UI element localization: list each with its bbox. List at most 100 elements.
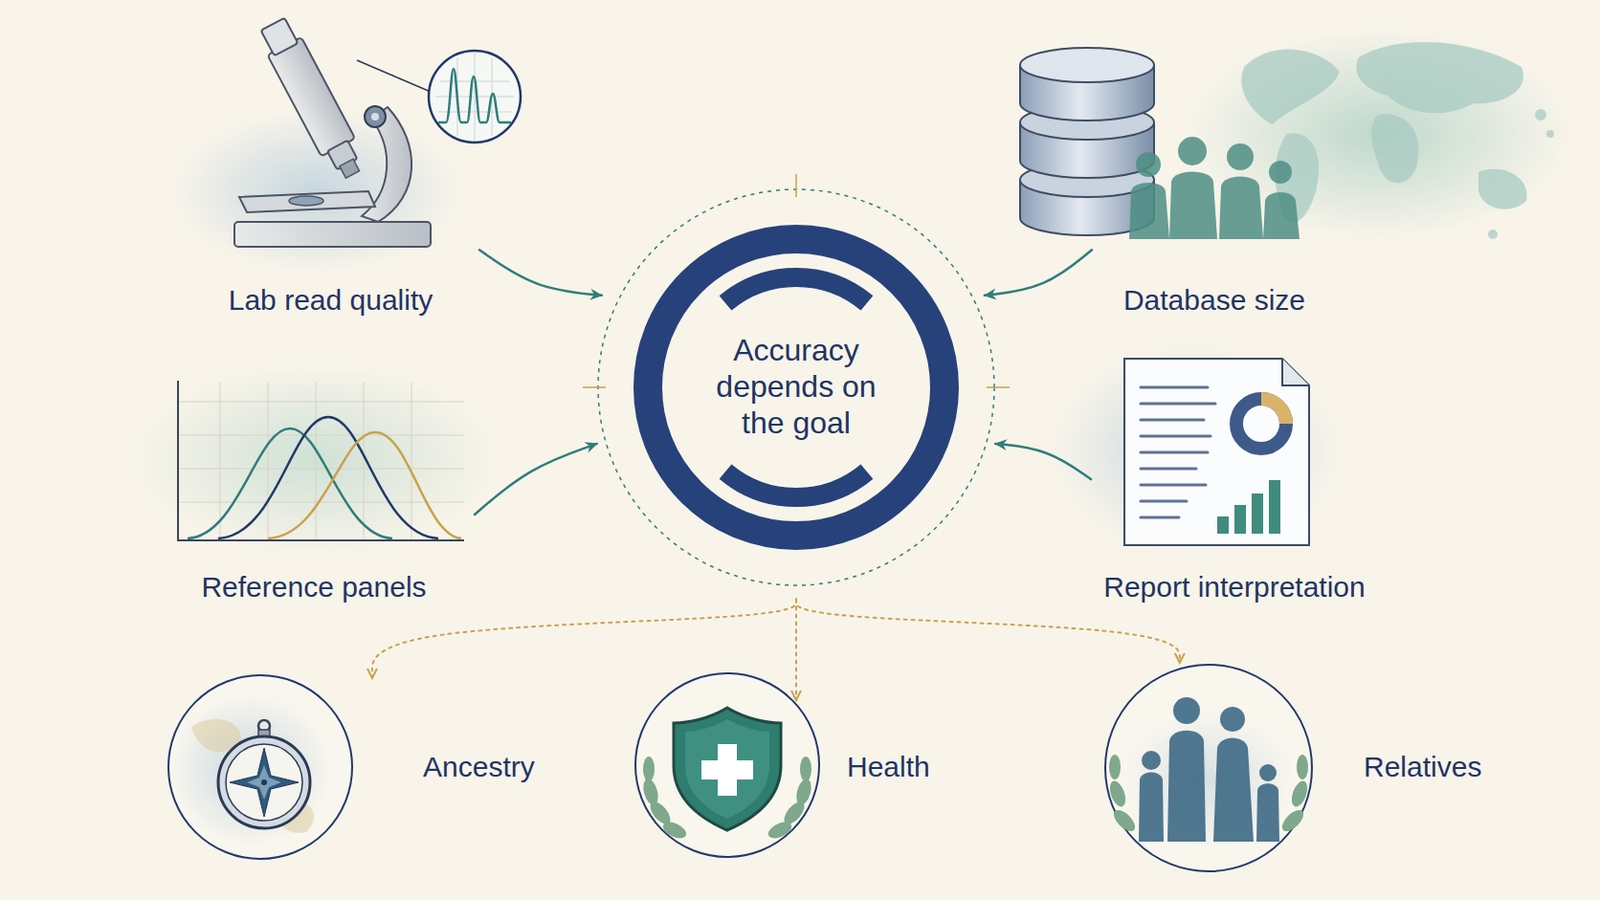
family-icon-part	[1122, 712, 1295, 847]
microscope-illustration-part	[309, 222, 329, 223]
database-illustration-part-part	[1241, 48, 1340, 125]
microscope-illustration-part	[234, 222, 431, 247]
database-illustration-part-part	[1371, 113, 1419, 183]
report-document-part-part	[1268, 480, 1281, 534]
microscope-illustration-part	[364, 106, 386, 128]
database-illustration-part-part	[1020, 47, 1155, 83]
family-icon-part-part	[1167, 731, 1206, 843]
family-icon-part-part	[1110, 806, 1139, 836]
input-arrow	[479, 249, 602, 296]
compass-icon-part	[191, 719, 314, 834]
factor-node: Report interpretation	[1090, 344, 1378, 608]
family-icon-part-part	[1259, 764, 1277, 782]
database-illustration-part-part	[1546, 130, 1555, 138]
health-shield-icon-part	[673, 708, 781, 831]
compass-icon-part	[246, 765, 282, 800]
database-illustration-part-part	[1478, 169, 1528, 210]
node-label: Ancestry	[422, 751, 535, 784]
distribution-chart-part-part	[363, 382, 365, 541]
microscope-illustration-part-part	[339, 158, 360, 178]
goal-circle: Accuracy depends on the goal	[596, 187, 997, 588]
database-illustration-part-part	[1129, 182, 1170, 240]
goal-node: Health	[622, 700, 957, 845]
report-document-part	[1052, 344, 1340, 556]
database-illustration-part-part	[1219, 177, 1264, 241]
report-document-part	[1282, 358, 1310, 386]
microscope-illustration-part	[428, 50, 521, 143]
family-icon-part-part	[1220, 707, 1245, 733]
compass-icon	[168, 675, 353, 860]
database-illustration-part-part	[1488, 229, 1498, 240]
goal-branch-arrow	[796, 600, 1180, 664]
database-illustration-part-part	[1226, 143, 1254, 171]
report-document-part-part	[1140, 451, 1208, 455]
database-illustration-part	[1186, 28, 1570, 240]
health-shield-icon-part	[641, 756, 815, 843]
goal-branch-arrow	[795, 600, 798, 701]
microscope-illustration-part	[288, 196, 324, 206]
health-shield-icon-part	[635, 673, 820, 858]
goal-arc	[725, 277, 867, 304]
microscope-illustration-part	[371, 112, 379, 121]
goal-text: Accuracy depends on the goal	[700, 333, 892, 442]
node-label: Report interpretation	[1090, 571, 1378, 604]
family-icon-part-part	[1296, 755, 1309, 780]
goal-node: Relatives	[1090, 663, 1512, 855]
factor-node: Lab read quality	[181, 38, 480, 321]
distribution-chart	[133, 363, 498, 556]
report-document-part-part	[1140, 386, 1208, 390]
node-label: Lab read quality	[181, 284, 480, 317]
distribution-chart-part-part	[220, 382, 222, 541]
goal-branch-arrow	[372, 600, 797, 679]
microscope-illustration	[172, 15, 521, 273]
distribution-chart-part-part	[411, 382, 413, 541]
health-shield-icon-part-part	[765, 819, 794, 843]
goal-arc	[725, 471, 867, 498]
report-document-part-part	[1140, 516, 1179, 520]
distribution-chart-part-part	[177, 502, 465, 504]
distribution-chart-part	[218, 417, 439, 539]
compass-icon-part	[261, 779, 267, 786]
distribution-chart-part	[177, 380, 465, 541]
distribution-chart-part	[133, 363, 498, 556]
database-illustration-part-part	[1177, 136, 1207, 166]
report-document-part-part	[1251, 493, 1264, 534]
node-label: Health	[846, 751, 931, 784]
report-document-part-part	[1140, 435, 1211, 439]
family-icon-part-part	[1141, 751, 1161, 771]
health-shield-icon-part	[685, 719, 770, 820]
distribution-chart-part-part	[315, 382, 317, 541]
node-label: Reference panels	[153, 571, 475, 604]
compass-icon-part	[169, 693, 333, 847]
database-illustration-part	[1129, 136, 1300, 240]
microscope-illustration-part	[356, 60, 431, 92]
health-shield-icon-part-part	[794, 777, 815, 808]
database-illustration-part-part	[1355, 42, 1524, 113]
health-shield-icon-part-part	[660, 819, 689, 843]
report-document-part	[1217, 480, 1281, 534]
compass-icon-part	[225, 744, 303, 822]
report-document-part-part	[1217, 516, 1229, 534]
microscope-illustration-part-part	[474, 52, 476, 141]
report-document-part-part	[1140, 402, 1216, 406]
family-icon	[1105, 665, 1312, 872]
health-shield-icon-part	[701, 744, 754, 797]
input-arrow	[474, 444, 598, 515]
node-label: Relatives	[1363, 751, 1482, 784]
distribution-chart-part-part	[177, 468, 465, 470]
database-illustration-part-part	[1169, 172, 1218, 241]
compass-icon-part	[218, 736, 311, 829]
health-shield-icon-part-part	[800, 756, 812, 782]
factor-node: Database size	[1091, 38, 1337, 321]
family-icon-part-part	[1278, 806, 1308, 836]
health-shield-icon	[635, 673, 820, 858]
database-illustration-part-part	[1135, 152, 1161, 178]
distribution-chart-part	[267, 432, 462, 539]
family-icon-part-part	[1107, 778, 1130, 809]
factor-node: Reference panels	[153, 373, 475, 608]
compass-icon-part	[168, 675, 353, 860]
report-document-part	[1140, 387, 1216, 518]
